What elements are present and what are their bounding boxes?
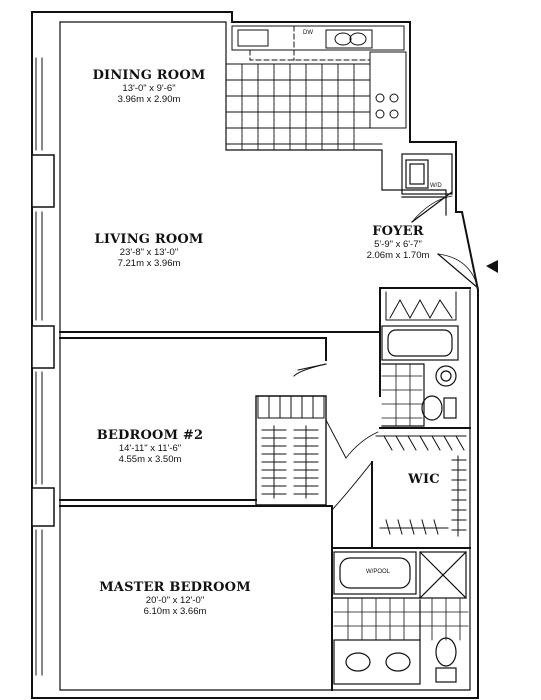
exterior-wall <box>31 11 479 699</box>
room-name: MASTER BEDROOM <box>99 580 251 595</box>
room-dimension-metric: 4.55m x 3.50m <box>118 454 182 465</box>
room-dimension-imperial: 20'-0" x 12'-0" <box>145 595 205 606</box>
room-name: FOYER <box>372 224 424 239</box>
dishwasher-label: DW <box>303 30 313 36</box>
washer-dryer-closet <box>401 153 453 198</box>
kitchen-floor-tiles <box>225 63 383 151</box>
room-name: WIC <box>408 472 440 487</box>
room-dimension-imperial: 23'-8" x 13'-0" <box>119 247 179 258</box>
foyer-door-swings <box>411 191 479 289</box>
room-dimension-metric: 3.96m x 2.90m <box>117 94 181 105</box>
room-dimension-imperial: 14'-11" x 11'-6" <box>118 443 182 454</box>
walk-in-closet-shelving <box>375 435 467 537</box>
room-label-foyer: FOYER 5'-9" x 6'-7" 2.06m x 1.70m <box>352 224 444 261</box>
entry-arrow-icon <box>486 260 498 273</box>
bedroom2-closet <box>257 395 325 499</box>
kitchen <box>231 25 407 129</box>
room-label-bedroom2: BEDROOM #2 14'-11" x 11'-6" 4.55m x 3.50… <box>70 428 230 465</box>
room-dimension-imperial: 5'-9" x 6'-7" <box>374 239 422 250</box>
hall-bath-floor-tiles <box>381 363 423 427</box>
room-label-wic: WIC <box>396 472 452 487</box>
room-dimension-metric: 2.06m x 1.70m <box>366 250 430 261</box>
room-dimension-metric: 7.21m x 3.96m <box>117 258 181 269</box>
tub-pool-label: W/POOL <box>366 569 391 575</box>
interior-walls <box>59 287 471 691</box>
bedroom-door-swings <box>293 363 379 511</box>
master-bath-floor-tiles <box>333 597 469 641</box>
room-dimension-metric: 6.10m x 3.66m <box>143 606 207 617</box>
room-name: DINING ROOM <box>92 68 206 83</box>
room-label-living: LIVING ROOM 23'-8" x 13'-0" 7.21m x 3.96… <box>64 232 234 269</box>
linen-closet <box>385 291 457 321</box>
room-dimension-imperial: 13'-0" x 9'-6" <box>122 83 176 94</box>
room-name: BEDROOM #2 <box>96 428 204 443</box>
washer-dryer-label: W/D <box>430 183 442 189</box>
hall-bathroom <box>381 325 459 427</box>
window-left-facade <box>31 57 55 676</box>
room-label-master: MASTER BEDROOM 20'-0" x 12'-0" 6.10m x 3… <box>80 580 270 617</box>
room-label-dining: DINING ROOM 13'-0" x 9'-6" 3.96m x 2.90m <box>64 68 234 105</box>
room-name: LIVING ROOM <box>94 232 204 247</box>
